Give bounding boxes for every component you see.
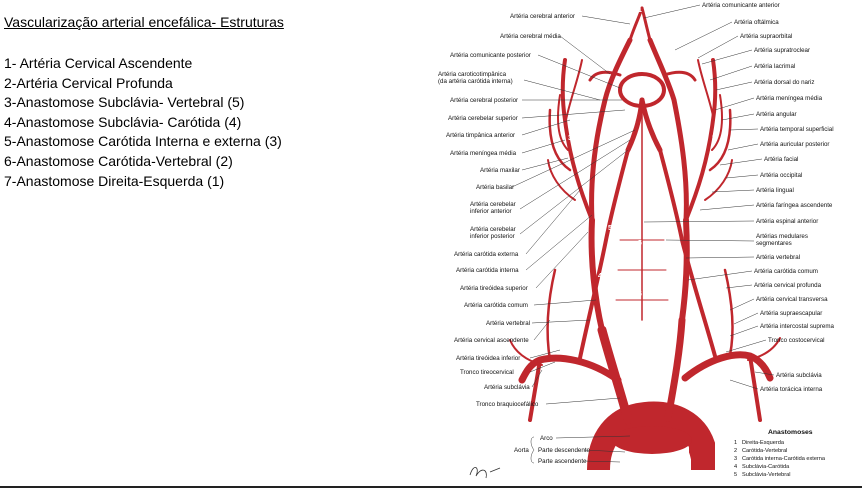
diagram-number: 4: [598, 273, 602, 280]
label-timpanica-anterior: Artéria timpânica anterior: [446, 132, 515, 139]
page-title: Vascularização arterial encefálica- Estr…: [4, 14, 284, 30]
left-labels: Artéria cerebral anterior Artéria cerebr…: [438, 13, 636, 408]
bottom-divider: [0, 486, 862, 488]
legend-num: 5: [734, 472, 737, 478]
label-carotida-externa: Artéria carótida externa: [454, 251, 519, 258]
diagram-number: 1: [638, 7, 642, 14]
label-subclavia-right: Artéria subclávia: [776, 372, 822, 379]
arterial-diagram-svg: 1 2 2 3 3 4 4 5 5 5 5 5 Artéria cerebral…: [438, 2, 834, 479]
list-item: 7-Anastomose Direita-Esquerda (1): [4, 172, 225, 189]
legend-text: Direita-Esquerda: [742, 440, 785, 446]
label-aorta-descendente: Parte descendente: [538, 447, 591, 454]
diagram-number: 4: [548, 185, 552, 192]
diagram-number: 3: [712, 135, 716, 142]
legend-num: 2: [734, 448, 737, 454]
label-temporal-superficial: Artéria temporal superficial: [760, 126, 834, 133]
label-faringea-ascendente: Artéria faríngea ascendente: [756, 202, 833, 209]
label-auricular-posterior: Artéria auricular posterior: [760, 141, 829, 148]
list-item: 2-Artéria Cervical Profunda: [4, 74, 173, 91]
legend-text: Subclávia-Vertebral: [742, 472, 791, 478]
label-cerebral-media: Artéria cerebral média: [500, 33, 561, 40]
diagram-number: 5: [638, 240, 642, 247]
label-subclavia-left: Artéria subclávia: [484, 384, 530, 391]
label-meningea-media: Artéria meníngea média: [450, 150, 517, 157]
label-cervical-ascendente: Artéria cervical ascendente: [454, 337, 529, 344]
label-medulares: Artérias medulares: [756, 233, 808, 240]
legend-num: 4: [734, 464, 737, 470]
label-cerebelar-inf-ant-sub: inferior anterior: [470, 208, 512, 215]
label-lacrimal: Artéria lacrimal: [754, 63, 795, 70]
label-tronco-tireocervical: Tronco tireocervical: [460, 369, 514, 376]
label-cerebelar-superior: Artéria cerebelar superior: [448, 115, 518, 122]
label-tireoidea-inferior: Artéria tireóidea inferior: [456, 355, 520, 362]
diagram-number: 5: [638, 291, 642, 298]
legend-text: Subclávia-Carótida: [742, 464, 790, 470]
label-maxilar: Artéria maxilar: [480, 167, 520, 174]
label-tronco-costocervical: Tronco costocervical: [768, 337, 825, 344]
label-aorta-ascendente: Parte ascendente: [538, 458, 587, 465]
diagram-numbers: 1 2 2 3 3 4 4 5 5 5 5 5: [548, 7, 716, 298]
list-item: 4-Anastomose Subclávia- Carótida (4): [4, 113, 242, 130]
right-labels: Artéria comunicante anterior Artéria oft…: [643, 2, 834, 393]
label-tronco-braquiocefalico: Tronco braquiocefálico: [476, 401, 539, 408]
label-cerebral-anterior: Artéria cerebral anterior: [510, 13, 575, 20]
list-item: 6-Anastomose Carótida-Vertebral (2): [4, 152, 233, 169]
diagram-number: 3: [568, 135, 572, 142]
label-carotida-comum-right: Artéria carótida comum: [754, 268, 818, 275]
label-oftalmica: Artéria oftálmica: [734, 19, 779, 26]
diagram-number: 5: [626, 175, 630, 182]
label-dorsal-nariz: Artéria dorsal do nariz: [754, 79, 815, 86]
label-toracica-interna: Artéria torácica interna: [760, 386, 823, 393]
anastomoses-legend: Anastomoses 1 Direita-Esquerda 2 Carótid…: [734, 429, 826, 478]
label-aorta-arco: Arco: [540, 435, 553, 442]
label-meningea-media-right: Artéria meníngea média: [756, 95, 823, 102]
diagram-number: 2: [653, 65, 657, 72]
list-item: 1- Artéria Cervical Ascendente: [4, 55, 193, 71]
label-caroticotimpanica-sub: (da artéria carótida interna): [438, 78, 513, 85]
label-vertebral-right: Artéria vertebral: [756, 254, 800, 261]
artery-illustration: [509, 6, 781, 471]
structures-list: 1- Artéria Cervical Ascendente 2-Artéria…: [4, 54, 282, 191]
label-aorta: Aorta: [514, 447, 529, 454]
label-intercostal-suprema: Artéria intercostal suprema: [760, 323, 834, 330]
diagram-number: 2: [628, 65, 632, 72]
label-medulares-sub: segmentares: [756, 240, 792, 247]
label-lingual: Artéria lingual: [756, 187, 794, 194]
label-cerebelar-inf-post: Artéria cerebelar: [470, 226, 516, 233]
label-angular: Artéria angular: [756, 111, 797, 118]
aorta-labels: Aorta Arco Parte descendente Parte ascen…: [514, 435, 631, 465]
legend-text: Carótida interna-Carótida externa: [742, 456, 826, 462]
legend-num: 3: [734, 456, 737, 462]
legend-title: Anastomoses: [768, 429, 813, 436]
list-item: 3-Anastomose Subclávia- Vertebral (5): [4, 94, 245, 111]
label-cerebelar-inf-post-sub: inferior posterior: [470, 233, 515, 240]
label-carotida-interna: Artéria carótida interna: [456, 267, 519, 274]
label-caroticotimpanica: Artéria caroticotimpânica: [438, 71, 507, 78]
label-espinal-anterior: Artéria espinal anterior: [756, 218, 818, 225]
arterial-diagram-figure: 1 2 2 3 3 4 4 5 5 5 5 5 Artéria cerebral…: [430, 0, 862, 490]
label-basilar: Artéria basilar: [476, 184, 514, 191]
artist-signature: [469, 467, 501, 479]
label-supratroclear: Artéria supratroclear: [754, 47, 810, 54]
label-comunicante-anterior: Artéria comunicante anterior: [702, 2, 780, 9]
diagram-number: 5: [608, 225, 612, 232]
label-occipital: Artéria occipital: [760, 172, 802, 179]
list-item: 5-Anastomose Carótida Interna e externa …: [4, 133, 282, 150]
label-facial: Artéria facial: [764, 156, 798, 163]
legend-num: 1: [734, 440, 737, 446]
label-tireoidea-superior: Artéria tireóidea superior: [460, 285, 528, 292]
label-vertebral: Artéria vertebral: [486, 320, 530, 327]
label-supraescapular: Artéria supraescapular: [760, 310, 822, 317]
label-cervical-transversa: Artéria cervical transversa: [756, 296, 828, 303]
label-supraorbital: Artéria supraorbital: [740, 33, 792, 40]
label-cerebral-posterior: Artéria cerebral posterior: [450, 97, 518, 104]
label-carotida-comum: Artéria carótida comum: [464, 302, 528, 309]
label-cervical-profunda: Artéria cervical profunda: [754, 282, 822, 289]
label-comunicante-posterior: Artéria comunicante posterior: [450, 52, 531, 59]
diagram-number: 5: [655, 175, 659, 182]
label-cerebelar-inf-ant: Artéria cerebelar: [470, 201, 516, 208]
legend-text: Carótida-Vertebral: [742, 448, 787, 454]
